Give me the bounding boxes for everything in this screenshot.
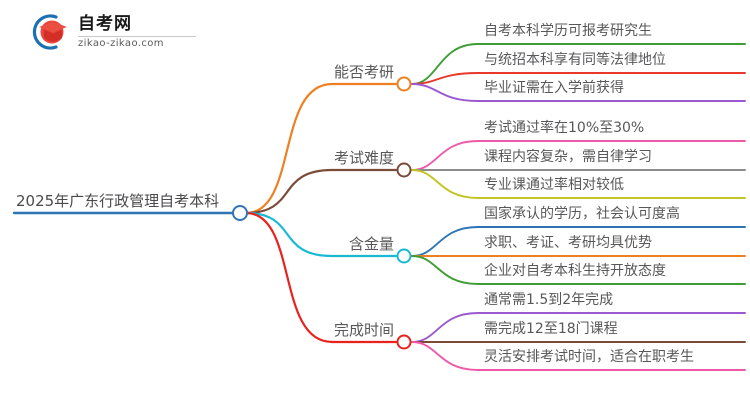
leaf-wire-0-2 bbox=[411, 83, 746, 102]
branch-label-1[interactable]: 考试难度 bbox=[333, 149, 394, 167]
branch-label-2[interactable]: 含金量 bbox=[348, 235, 394, 253]
leaf-label-2-1[interactable]: 求职、考证、考研均具优势 bbox=[484, 235, 652, 251]
branch-node-3[interactable] bbox=[396, 334, 412, 350]
root-node[interactable] bbox=[232, 205, 248, 221]
leaf-label-1-2[interactable]: 专业课通过率相对较低 bbox=[484, 177, 624, 193]
leaf-label-3-2[interactable]: 灵活安排考试时间，适合在职考生 bbox=[484, 349, 694, 365]
leaf-label-1-1[interactable]: 课程内容复杂，需自律学习 bbox=[484, 149, 652, 165]
branch-node-1[interactable] bbox=[396, 162, 412, 178]
site-logo: 自考网 zikao-zikao.com bbox=[30, 12, 196, 52]
leaf-wire-0-1 bbox=[411, 72, 746, 85]
branch-wire-3 bbox=[244, 211, 398, 344]
branch-node-0[interactable] bbox=[396, 76, 412, 92]
leaf-wire-1-2 bbox=[411, 169, 746, 199]
leaf-wire-3-0 bbox=[411, 312, 746, 343]
leaf-label-1-0[interactable]: 考试通过率在10%至30% bbox=[484, 120, 645, 136]
root-topic-label[interactable]: 2025年广东行政管理自考本科 bbox=[16, 192, 220, 210]
branch-label-3[interactable]: 完成时间 bbox=[333, 321, 394, 339]
branch-wire-0 bbox=[244, 82, 398, 215]
leaf-label-0-0[interactable]: 自考本科学历可报考研究生 bbox=[484, 23, 652, 39]
leaf-label-2-0[interactable]: 国家承认的学历，社会认可度高 bbox=[484, 206, 680, 222]
graduation-cap-logo-icon bbox=[30, 12, 72, 52]
branch-node-2[interactable] bbox=[396, 248, 412, 264]
leaf-wire-0-0 bbox=[411, 43, 746, 85]
leaf-wire-3-2 bbox=[411, 341, 746, 371]
leaf-label-3-0[interactable]: 通常需1.5到2年完成 bbox=[484, 292, 614, 308]
branch-wire-1 bbox=[244, 168, 398, 215]
leaf-label-0-2[interactable]: 毕业证需在入学前获得 bbox=[484, 80, 624, 96]
leaf-label-0-1[interactable]: 与统招本科享有同等法律地位 bbox=[484, 52, 666, 68]
leaf-wire-2-2 bbox=[411, 255, 746, 285]
leaf-label-3-1[interactable]: 需完成12至18门课程 bbox=[484, 321, 618, 337]
branch-label-0[interactable]: 能否考研 bbox=[333, 63, 394, 81]
logo-name-cn: 自考网 bbox=[78, 13, 132, 34]
leaf-wire-2-0 bbox=[411, 226, 746, 257]
branch-wire-2 bbox=[244, 211, 398, 258]
leaf-wire-1-0 bbox=[411, 140, 746, 171]
leaf-label-2-2[interactable]: 企业对自考本科生持开放态度 bbox=[484, 263, 666, 279]
logo-domain: zikao-zikao.com bbox=[78, 37, 164, 49]
logo-divider bbox=[78, 35, 196, 37]
